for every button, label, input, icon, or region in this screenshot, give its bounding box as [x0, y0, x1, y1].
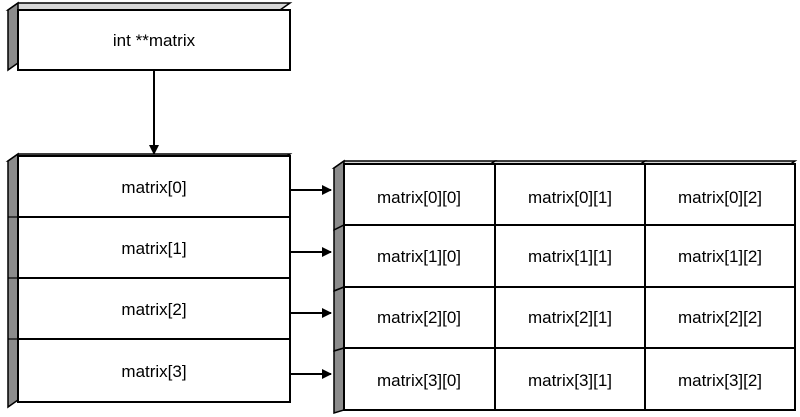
row-pointer-label: matrix[0]	[121, 178, 186, 197]
element-label: matrix[2][1]	[528, 308, 612, 327]
element-cell	[494, 347, 646, 411]
element-label: matrix[2][2]	[678, 308, 762, 327]
element-cell	[343, 286, 496, 349]
element-label: matrix[0][2]	[678, 188, 762, 207]
element-grid: matrix[0][0] matrix[0][1] matrix[0][2] m…	[331, 159, 798, 415]
row-pointer-array: matrix[0] matrix[1] matrix[2] matrix[3]	[5, 152, 293, 409]
element-label: matrix[0][1]	[528, 188, 612, 207]
row-pointer-cell-3: matrix[3]	[17, 338, 291, 403]
element-label: matrix[1][0]	[377, 247, 461, 266]
row-pointer-label: matrix[3]	[121, 362, 186, 381]
element-label: matrix[3][0]	[377, 371, 461, 390]
row-pointer-cell-1: matrix[1]	[17, 216, 291, 279]
element-row-3: matrix[3][0] matrix[3][1] matrix[3][2]	[343, 347, 796, 411]
row-arrows	[290, 185, 332, 379]
element-cell	[644, 224, 796, 288]
element-label: matrix[1][1]	[528, 247, 612, 266]
element-cell	[494, 224, 646, 288]
element-cell	[494, 286, 646, 349]
element-row-2: matrix[2][0] matrix[2][1] matrix[2][2]	[343, 286, 796, 349]
element-cell	[644, 347, 796, 411]
row-pointer-cell-2: matrix[2]	[17, 277, 291, 340]
element-row-1: matrix[1][0] matrix[1][1] matrix[1][2]	[343, 224, 796, 288]
element-cell	[644, 163, 796, 226]
element-cell	[494, 163, 646, 226]
element-label: matrix[1][2]	[678, 247, 762, 266]
pointer-variable-label: int **matrix	[113, 31, 196, 50]
element-label: matrix[3][2]	[678, 371, 762, 390]
row-pointer-cell-0: matrix[0]	[17, 155, 291, 218]
element-cell	[343, 347, 496, 411]
row-pointer-label: matrix[1]	[121, 239, 186, 258]
element-label: matrix[0][0]	[377, 188, 461, 207]
element-row-0: matrix[0][0] matrix[0][1] matrix[0][2]	[343, 163, 796, 226]
pointer-variable-box: int **matrix	[5, 1, 293, 72]
row-pointer-label: matrix[2]	[121, 300, 186, 319]
element-label: matrix[3][1]	[528, 371, 612, 390]
element-label: matrix[2][0]	[377, 308, 461, 327]
